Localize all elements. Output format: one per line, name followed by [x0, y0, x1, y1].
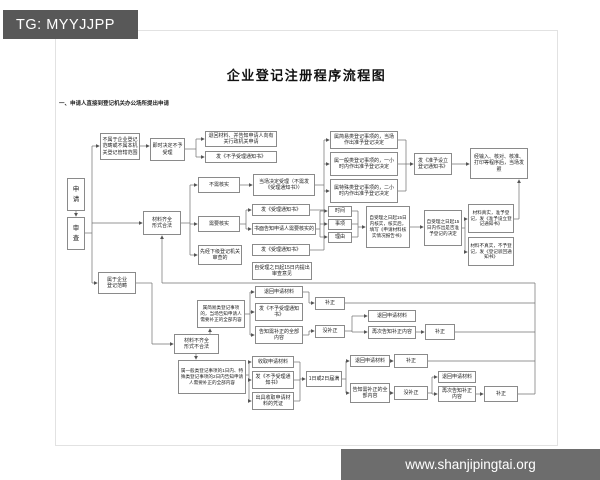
flow-node-g-receipt: 出具收取申请材料的凭证	[252, 392, 294, 410]
flow-node-verify-15d: 自受理之日起15日内核实，核实后，填写《申请材料核实情况报告书》	[366, 206, 410, 248]
flow-node-g-reject-notice: 发《不予受理通知书》	[252, 371, 294, 389]
flow-node-g-collect: 收取申请材料	[252, 356, 294, 368]
flow-node-general-inform: 属一般类登记事项的1日内、特殊类登记事项的2日内告知申请人需要补正的全部内容	[178, 360, 246, 394]
flow-node-simple-inform: 属简易类登记事项的，当场告知申请人需要补正的全部内容	[197, 300, 245, 328]
flow-node-in-scope: 属于企业 登记范畴	[98, 272, 136, 294]
flow-node-g-return: 退回申请材料	[350, 355, 390, 367]
flow-node-item-matter: 事项	[328, 219, 352, 230]
flow-node-s-fixed: 补正	[315, 297, 345, 310]
flow-node-g-inform-fix: 告知需补正的全部内容	[350, 383, 390, 403]
flow-node-g-fixed: 补正	[394, 354, 428, 368]
watermark-site-text: www.shanjipingtai.org	[405, 457, 536, 472]
flow-node-s-return: 退回申请材料	[255, 286, 303, 298]
flow-node-general-decide: 属一般类登记事项的，一小时内作出准予登记决定	[330, 152, 398, 176]
flow-node-apply: 申 请	[67, 178, 85, 211]
flow-node-s-notfixed: 没补正	[315, 325, 345, 338]
flow-node-special-decide: 属特殊类登记事项的，二小时内作出准予登记决定	[330, 179, 398, 203]
flow-node-issue-establish-notice: 发《准予设立登记通知书》	[414, 153, 452, 175]
flow-node-s-return2: 退回申请材料	[368, 310, 416, 322]
flow-node-review-opinion-15d: 自受理之日起15日内提出审查意见	[252, 262, 312, 280]
page-title: 企业登记注册程序流程图	[226, 69, 387, 84]
flow-node-false-reject: 材料不真实，不予登记，发《登记驳回通知书》	[468, 237, 514, 266]
flow-node-s-inform-again: 再次告知补正内容	[368, 326, 416, 339]
flow-node-review: 审 查	[67, 217, 85, 250]
flow-node-true-approve: 材料真实，准予登记，发《准予设立登记通知书》	[468, 204, 514, 233]
flow-node-item-reason: 理由	[328, 232, 352, 243]
flow-node-no-verify: 不需核实	[198, 177, 240, 193]
flow-node-return-inform-org: 退回材料、并告知申请人向有关行政机关申请	[205, 131, 277, 147]
flow-node-written-inform: 书面告知申请人需要核实的	[252, 223, 316, 235]
flow-node-s-reject-notice: 发《不予受理通知书》	[255, 303, 303, 321]
flow-node-issue-accept-notice: 发《受理通知书》	[252, 204, 310, 216]
flow-node-g-inform-again: 再次告知补正内容	[438, 386, 476, 402]
watermark-telegram-text: TG: MYYJJPP	[16, 16, 115, 33]
flow-node-item-time: 时间	[328, 206, 352, 217]
flow-node-decide-15d: 自受理之日起15日内作出是否准予登记的决定	[424, 210, 462, 246]
flow-node-materials-ok: 材料齐全 形式合法	[143, 211, 181, 235]
flow-node-g-notfixed: 没补正	[394, 386, 428, 400]
flow-node-accept-on-spot: 当场决定受理（不需发《受理通知书》）	[253, 174, 315, 196]
flow-node-lower-accept-notice: 发《受理通知书》	[252, 244, 310, 256]
flow-node-simple-decide: 属简易类登记事项的，当场作出准予登记决定	[330, 131, 398, 149]
watermark-site-badge: www.shanjipingtai.org	[341, 449, 600, 480]
section-heading: 一、申请人直接到登记机关办公场所提出申请	[59, 101, 170, 107]
flow-node-deadline: 1日或2日届满	[306, 371, 342, 387]
flow-node-g-return2: 退回申请材料	[438, 371, 476, 383]
flow-node-not-in-scope: 不属于企业登记范畴或不属本机关登记管辖范围	[100, 133, 140, 160]
flow-node-lower-review: 先经下级登记机关审查的	[198, 245, 242, 265]
flow-node-decide-reject: 即时决定不予受理	[150, 138, 185, 161]
flow-node-s-inform-fix: 告知需补正的全部内容	[255, 326, 303, 344]
flow-node-need-verify: 需要核实	[198, 216, 240, 232]
flow-node-s-fixed2: 补正	[425, 324, 455, 340]
flow-node-issue-license: 经输入、核对、核准、打印等程序后，当场发照	[470, 148, 528, 179]
flow-node-issue-reject-notice: 发《不予受理通知书》	[205, 151, 277, 163]
flow-node-materials-missing: 材料不齐全 形式不合法	[174, 334, 219, 354]
flow-node-g-fixed2: 补正	[484, 386, 518, 402]
watermark-telegram-badge: TG: MYYJJPP	[3, 10, 138, 39]
